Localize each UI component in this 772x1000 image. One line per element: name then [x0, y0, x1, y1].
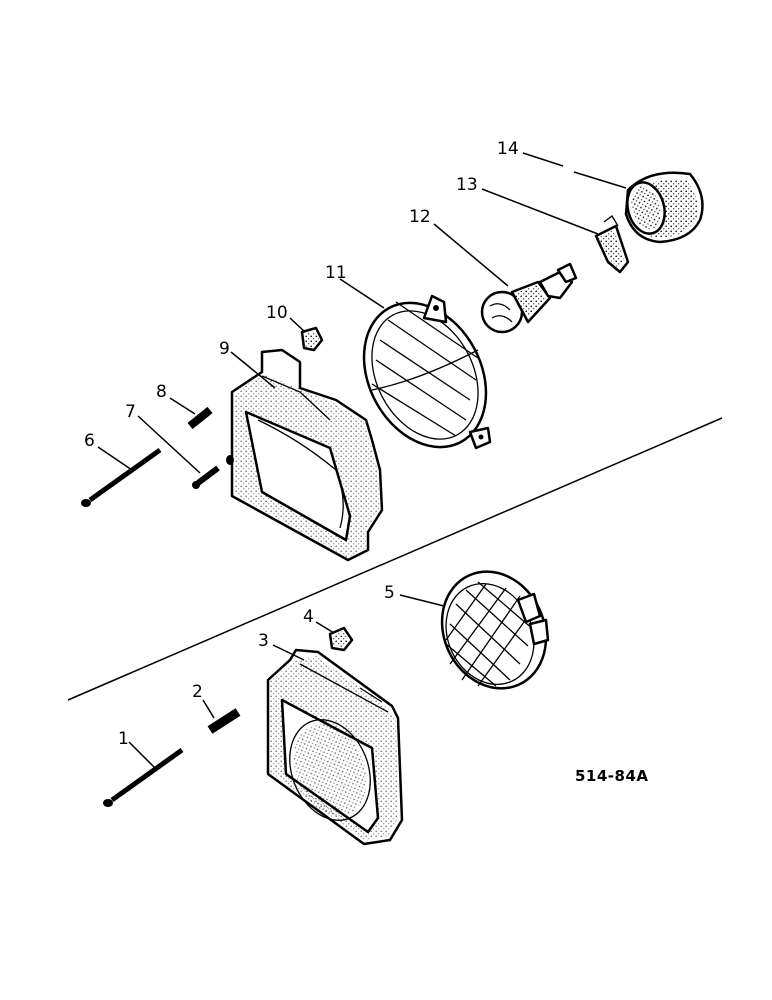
- part-8-spacer: [187, 406, 213, 430]
- part-5-sealed-beam-lamp: [440, 570, 550, 690]
- drawing-number: 514-84A: [575, 767, 649, 785]
- part-14-lamp-cover: [624, 171, 704, 244]
- part-10-nut: [300, 326, 324, 352]
- callout-5: 5: [384, 583, 395, 603]
- callout-7: 7: [125, 402, 136, 422]
- part-3-light-housing: [266, 648, 404, 846]
- part-1-bolt: [103, 747, 184, 807]
- part-2-spacer: [207, 708, 241, 734]
- part-13-retaining-clip: [594, 215, 630, 274]
- callout-6: 6: [84, 431, 95, 451]
- part-9-light-housing: [226, 348, 384, 562]
- part-4-nut: [328, 626, 354, 652]
- callout-3: 3: [258, 631, 269, 651]
- callout-1: 1: [118, 729, 129, 749]
- callout-9: 9: [219, 339, 230, 359]
- callout-13: 13: [456, 175, 478, 195]
- callout-10: 10: [266, 303, 288, 323]
- leader-lines: [97, 152, 627, 769]
- part-12-bulb: [480, 262, 578, 334]
- part-7-screw: [192, 465, 220, 489]
- callout-8: 8: [156, 382, 167, 402]
- divider-line: [67, 417, 723, 701]
- callout-11: 11: [325, 263, 347, 283]
- part-11-lamp-lens: [362, 294, 492, 450]
- callout-14: 14: [497, 139, 519, 159]
- callout-2: 2: [192, 682, 203, 702]
- part-6-bolt: [81, 447, 162, 507]
- callout-4: 4: [303, 607, 314, 627]
- callout-12: 12: [409, 207, 431, 227]
